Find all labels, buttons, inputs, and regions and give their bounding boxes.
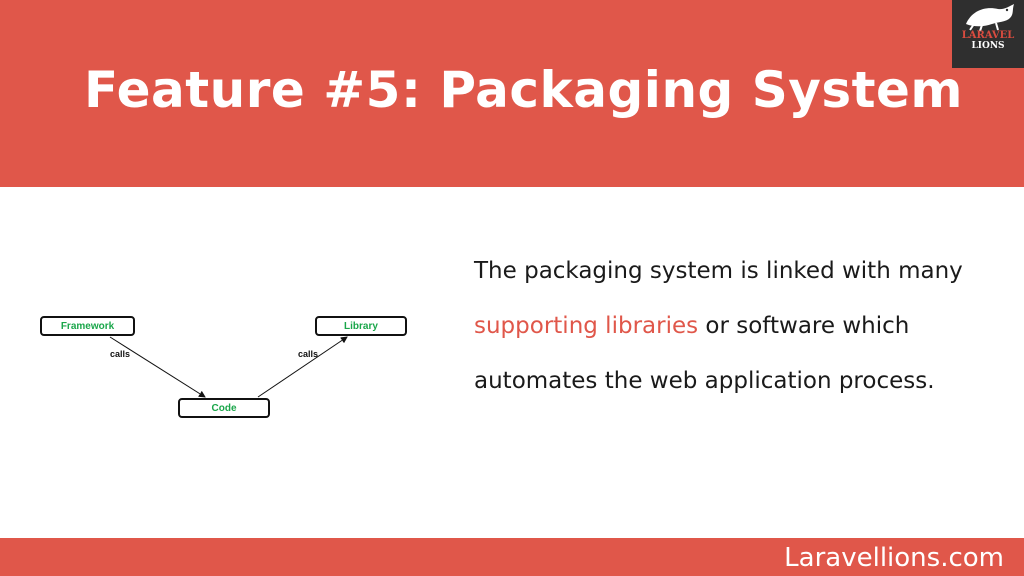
page-title: Feature #5: Packaging System xyxy=(84,61,964,119)
edge-framework-to-code xyxy=(109,336,206,398)
diagram-arrows xyxy=(109,336,348,398)
footer-bar: Laravellions.com xyxy=(0,538,1024,576)
logo-text-lions: LIONS xyxy=(971,41,1005,51)
lion-icon xyxy=(966,4,1014,32)
dependency-diagram: Framework Library Code calls calls xyxy=(0,300,430,430)
footer-site-link[interactable]: Laravellions.com xyxy=(784,543,1004,573)
edge-label-left: calls xyxy=(110,349,131,359)
description-part-2: or software which automates the web appl… xyxy=(474,313,935,394)
logo-text-laravel: LARAVEL xyxy=(961,30,1015,41)
brand-logo[interactable]: LARAVEL LIONS xyxy=(952,0,1024,68)
node-library: Library xyxy=(315,316,407,336)
edge-label-right: calls xyxy=(298,349,319,359)
node-framework: Framework xyxy=(40,316,135,336)
supporting-libraries-highlight: supporting libraries xyxy=(474,313,699,339)
description-text: The packaging system is linked with many… xyxy=(474,244,994,409)
header-banner: Feature #5: Packaging System LARAVEL LIO… xyxy=(0,0,1024,187)
edge-code-to-library xyxy=(257,336,348,398)
description-part-1: The packaging system is linked with many xyxy=(474,258,963,284)
node-code: Code xyxy=(178,398,270,418)
